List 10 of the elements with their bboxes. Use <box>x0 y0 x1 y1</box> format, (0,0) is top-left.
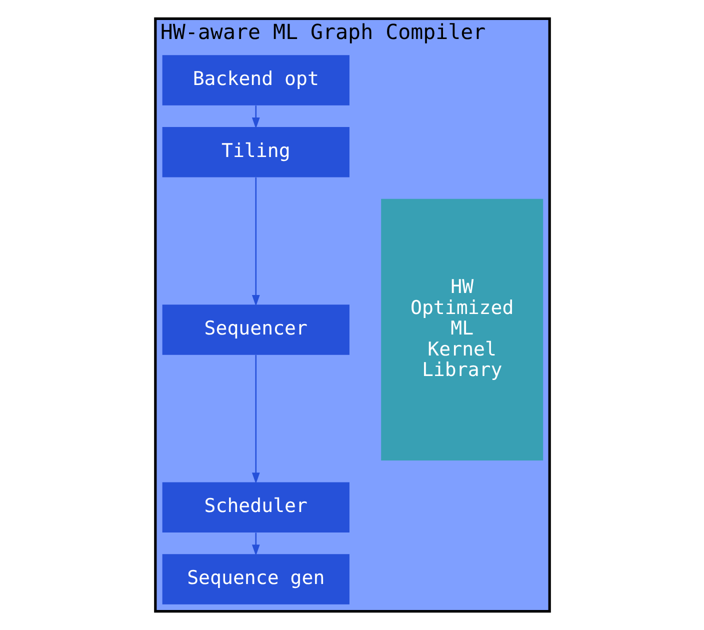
arrow <box>251 177 260 306</box>
node-box: Backend opt <box>162 55 349 106</box>
node-box: Sequencer <box>162 304 349 355</box>
node-box: Scheduler <box>162 482 349 532</box>
node-box: Sequence gen <box>162 554 349 604</box>
arrow <box>251 532 260 556</box>
node-box: Tiling <box>162 127 349 178</box>
arrow <box>251 106 260 129</box>
node-box: HW Optimized ML Kernel Library <box>380 198 543 461</box>
arrow <box>251 355 260 484</box>
